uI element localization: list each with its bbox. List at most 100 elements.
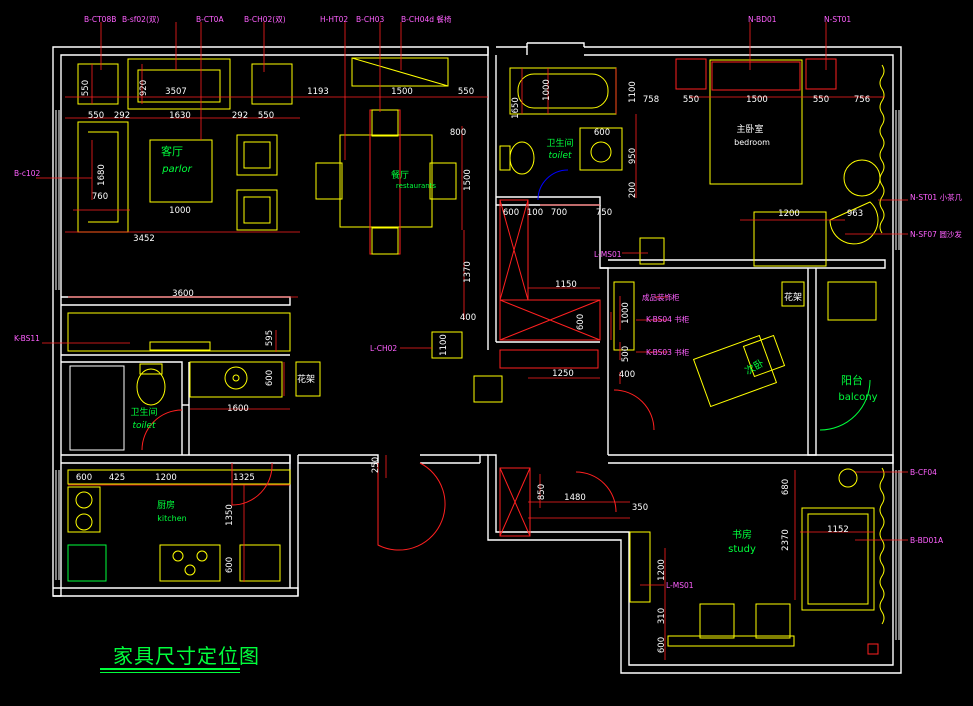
tag-bs03: K-BS03 书柜: [646, 347, 690, 357]
dim-600-b: 600: [76, 473, 92, 483]
room-bedroom-cn: 主卧室: [736, 123, 763, 135]
dim-756: 756: [854, 95, 870, 105]
dim-292-b: 292: [232, 111, 248, 121]
title-underline: [100, 668, 240, 670]
dim-3452: 3452: [133, 234, 155, 244]
dim-600-f: 600: [576, 314, 586, 330]
dim-100: 100: [527, 208, 543, 218]
room-balcony-en: balcony: [838, 392, 877, 403]
dim-1100-b: 1100: [628, 81, 638, 103]
dim-1630: 1630: [169, 111, 191, 121]
dim-1100-a: 1100: [439, 334, 449, 356]
tag-bs04: K-BS04 书柜: [646, 314, 690, 324]
tag-ct0a: B-CT0A: [196, 15, 224, 24]
furniture: [67, 57, 881, 655]
dim-1250: 1250: [552, 369, 574, 379]
tag-ch04d: B-CH04d 餐椅: [401, 14, 452, 24]
walls: [52, 42, 902, 674]
dim-680: 680: [781, 479, 791, 495]
dim-1350: 1350: [225, 504, 235, 526]
dim-750: 750: [596, 208, 612, 218]
dim-600-g: 600: [657, 637, 667, 653]
tag-ms01: L-MS01: [594, 250, 622, 259]
drawing-title: 家具尺寸定位图: [113, 644, 260, 668]
dim-1500-c: 1500: [746, 95, 768, 105]
tag-st01: N-ST01: [824, 15, 851, 24]
tag-bd01: N-BD01: [748, 15, 777, 24]
dim-3507: 3507: [165, 87, 187, 97]
windows: [55, 110, 900, 640]
dim-1200-c: 1200: [657, 559, 667, 581]
dim-425: 425: [109, 473, 125, 483]
doors: [141, 169, 871, 551]
dim-550-a: 550: [81, 80, 91, 96]
dim-3600: 3600: [172, 289, 194, 299]
dim-1200-a: 1200: [155, 473, 177, 483]
room-balcony-cn: 阳台: [841, 373, 863, 387]
curtains: [879, 64, 885, 625]
room-toilet-1-cn: 卫生间: [130, 406, 157, 418]
label-flower-stand-2: 花架: [784, 291, 802, 303]
room-toilet-1-en: toilet: [132, 421, 156, 431]
dim-1680: 1680: [97, 164, 107, 186]
dimension-lines: [65, 64, 885, 660]
tag-bs11: K-BS11: [14, 334, 40, 343]
dim-1600: 1600: [227, 404, 249, 414]
tag-ch03: B-CH03: [356, 15, 384, 24]
dim-200: 200: [628, 182, 638, 198]
dim-550-e: 550: [683, 95, 699, 105]
tag-ct08b: B-CT08B: [84, 15, 116, 24]
tag-cabinet: 成品装饰柜: [642, 292, 680, 302]
leader-lines: [36, 22, 908, 586]
room-toilet-2-cn: 卫生间: [546, 137, 573, 149]
dim-400-a: 400: [460, 313, 476, 323]
dim-1152: 1152: [827, 525, 849, 535]
tag-st01-side: N-ST01 小茶几: [910, 192, 963, 202]
dim-920: 920: [139, 80, 149, 96]
room-toilet-2-en: toilet: [548, 151, 572, 161]
dim-1150: 1150: [555, 280, 577, 290]
dim-250: 250: [371, 457, 381, 473]
tag-sf07: N-SF07 圆沙发: [910, 229, 962, 239]
dim-400-b: 400: [619, 370, 635, 380]
dim-1000-a: 1000: [169, 206, 191, 216]
dim-595: 595: [265, 330, 275, 346]
dim-963: 963: [847, 209, 863, 219]
dim-292-a: 292: [114, 111, 130, 121]
room-kitchen-cn: 厨房: [157, 499, 175, 511]
dim-1000-c: 1000: [621, 302, 631, 324]
dim-1500-b: 1500: [463, 169, 473, 191]
dim-310: 310: [657, 608, 667, 624]
tag-lms01: L-MS01: [666, 581, 694, 590]
dim-800: 800: [450, 128, 466, 138]
dim-550-c: 550: [88, 111, 104, 121]
dim-350: 350: [632, 503, 648, 513]
title-underline-thin: [100, 672, 240, 673]
tag-c102: B-c102: [14, 169, 41, 178]
dim-500: 500: [621, 346, 631, 362]
dim-600-e: 600: [503, 208, 519, 218]
dim-600-c: 600: [225, 557, 235, 573]
dim-550-f: 550: [813, 95, 829, 105]
room-bedroom-en: bedroom: [734, 138, 770, 147]
dim-950: 950: [628, 148, 638, 164]
tag-sf02: B-sf02(双): [122, 15, 159, 24]
dim-758: 758: [643, 95, 659, 105]
room-restaurant-cn: 餐厅: [391, 169, 409, 181]
dim-1370: 1370: [463, 261, 473, 283]
dim-1650: 1650: [511, 97, 521, 119]
room-restaurant-en: restaurants: [396, 182, 436, 190]
dim-850: 850: [537, 484, 547, 500]
tag-bd01a: B-BD01A: [910, 536, 944, 545]
dim-1325: 1325: [233, 473, 255, 483]
dim-600-d: 600: [594, 128, 610, 138]
label-flower-stand-1: 花架: [297, 373, 315, 385]
room-parlor-cn: 客厅: [161, 144, 183, 158]
dim-1000-b: 1000: [542, 79, 552, 101]
room-study-en: study: [728, 544, 756, 555]
dim-1193: 1193: [307, 87, 329, 97]
room-bedroom-2-cn: 次卧: [742, 356, 766, 377]
dim-1200-b: 1200: [778, 209, 800, 219]
tag-cf04: B-CF04: [910, 468, 937, 477]
